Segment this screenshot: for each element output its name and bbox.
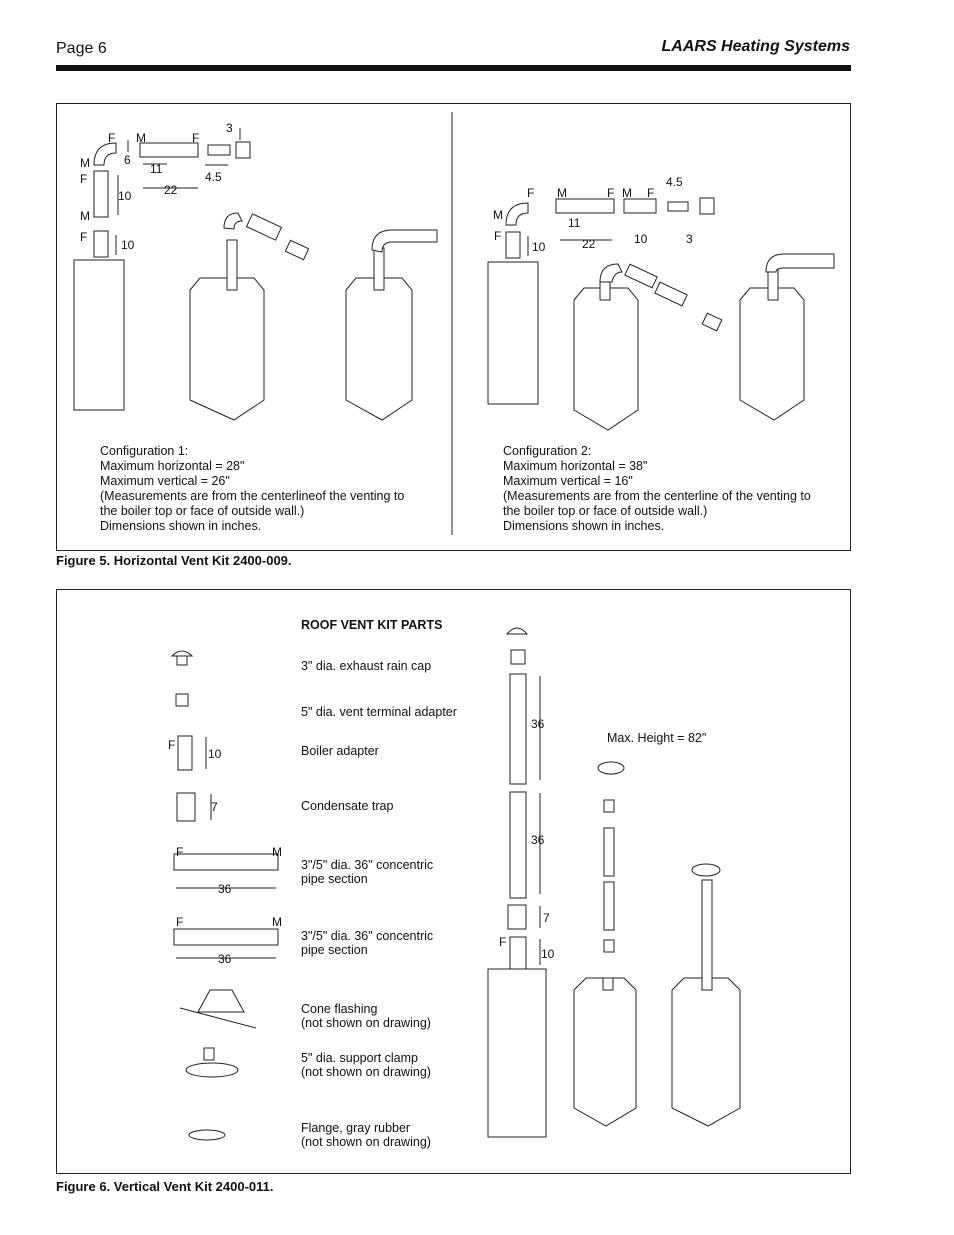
c1-m-label-3: M	[80, 209, 90, 223]
page-number: Page 6	[56, 40, 107, 57]
config1-assembly-b	[345, 229, 438, 421]
f-label-boiler-adapter: F	[168, 738, 176, 752]
c2-dim-3: 3	[686, 232, 693, 246]
c2-f-label-3: F	[647, 186, 655, 200]
assembly-b	[671, 863, 741, 1127]
c1-m-label-1: M	[136, 131, 146, 145]
c1-m-label-2: M	[80, 156, 90, 170]
config1-assembly-a	[189, 212, 310, 421]
c2-dim-22: 22	[582, 237, 596, 251]
part-condensate-trap: Condensate trap	[301, 799, 394, 813]
config2-exploded	[487, 197, 715, 405]
stack-dim-36-b: 36	[531, 833, 545, 847]
max-height-label: Max. Height = 82"	[607, 731, 707, 745]
config1-exploded	[73, 128, 251, 411]
c2-dim-10a: 10	[634, 232, 648, 246]
config2-notes: Configuration 2:Maximum horizontal = 38"…	[503, 444, 811, 533]
parts-icons	[170, 650, 279, 1141]
c1-dim-10a: 10	[118, 189, 132, 203]
c2-f-label-1: F	[527, 186, 535, 200]
part-support-clamp: 5" dia. support clamp(not shown on drawi…	[301, 1051, 431, 1079]
brand-title: LAARS Heating Systems	[661, 38, 851, 55]
f-label-pipe-2: F	[176, 915, 184, 929]
c2-dim-11: 11	[568, 216, 581, 230]
vertical-stack	[487, 627, 547, 1138]
dim-36-pipe-2: 36	[218, 952, 232, 966]
c2-dim-4-5: 4.5	[666, 175, 683, 189]
dim-7-trap: 7	[211, 800, 218, 814]
stack-f-label: F	[499, 935, 507, 949]
part-flange: Flange, gray rubber(not shown on drawing…	[301, 1121, 431, 1149]
config2-assembly-a	[573, 263, 723, 431]
c2-dim-10b: 10	[532, 240, 546, 254]
stack-dim-10: 10	[541, 947, 555, 961]
figure-6-box	[56, 589, 851, 1174]
part-boiler-adapter: Boiler adapter	[301, 744, 379, 758]
c1-dim-6: 6	[124, 153, 131, 167]
m-label-pipe-2: M	[272, 915, 282, 929]
c1-f-label-1: F	[108, 131, 116, 145]
c2-m-label-3: M	[493, 208, 503, 222]
c1-dim-10b: 10	[121, 238, 135, 252]
part-terminal-adapter: 5" dia. vent terminal adapter	[301, 705, 457, 719]
c2-f-label-2: F	[607, 186, 615, 200]
config1-notes: Configuration 1:Maximum horizontal = 28"…	[100, 444, 405, 533]
m-label-pipe-1: M	[272, 845, 282, 859]
config2-assembly-b	[739, 253, 835, 421]
figure-6-caption: Figure 6. Vertical Vent Kit 2400-011.	[56, 1179, 274, 1194]
stack-dim-36-a: 36	[531, 717, 545, 731]
header-rule	[56, 65, 851, 71]
parts-title: ROOF VENT KIT PARTS	[301, 618, 443, 632]
c1-f-label-4: F	[80, 230, 88, 244]
dim-36-pipe-1: 36	[218, 882, 232, 896]
dim-10-adapter: 10	[208, 747, 222, 761]
part-cone-flashing: Cone flashing(not shown on drawing)	[301, 1002, 431, 1030]
c1-f-label-3: F	[80, 172, 88, 186]
figure-5-box	[56, 103, 851, 551]
c1-dim-22: 22	[164, 183, 178, 197]
c1-dim-11: 11	[150, 162, 163, 176]
figure-5-caption: Figure 5. Horizontal Vent Kit 2400-009.	[56, 553, 292, 568]
c2-f-label-4: F	[494, 229, 502, 243]
c1-dim-3: 3	[226, 121, 233, 135]
c1-dim-4-5: 4.5	[205, 170, 222, 184]
c2-m-label-1: M	[557, 186, 567, 200]
assembly-a	[573, 761, 637, 1127]
part-rain-cap: 3" dia. exhaust rain cap	[301, 659, 432, 673]
c2-m-label-2: M	[622, 186, 632, 200]
f-label-pipe-1: F	[176, 845, 184, 859]
stack-dim-7: 7	[543, 911, 550, 925]
c1-f-label-2: F	[192, 131, 200, 145]
